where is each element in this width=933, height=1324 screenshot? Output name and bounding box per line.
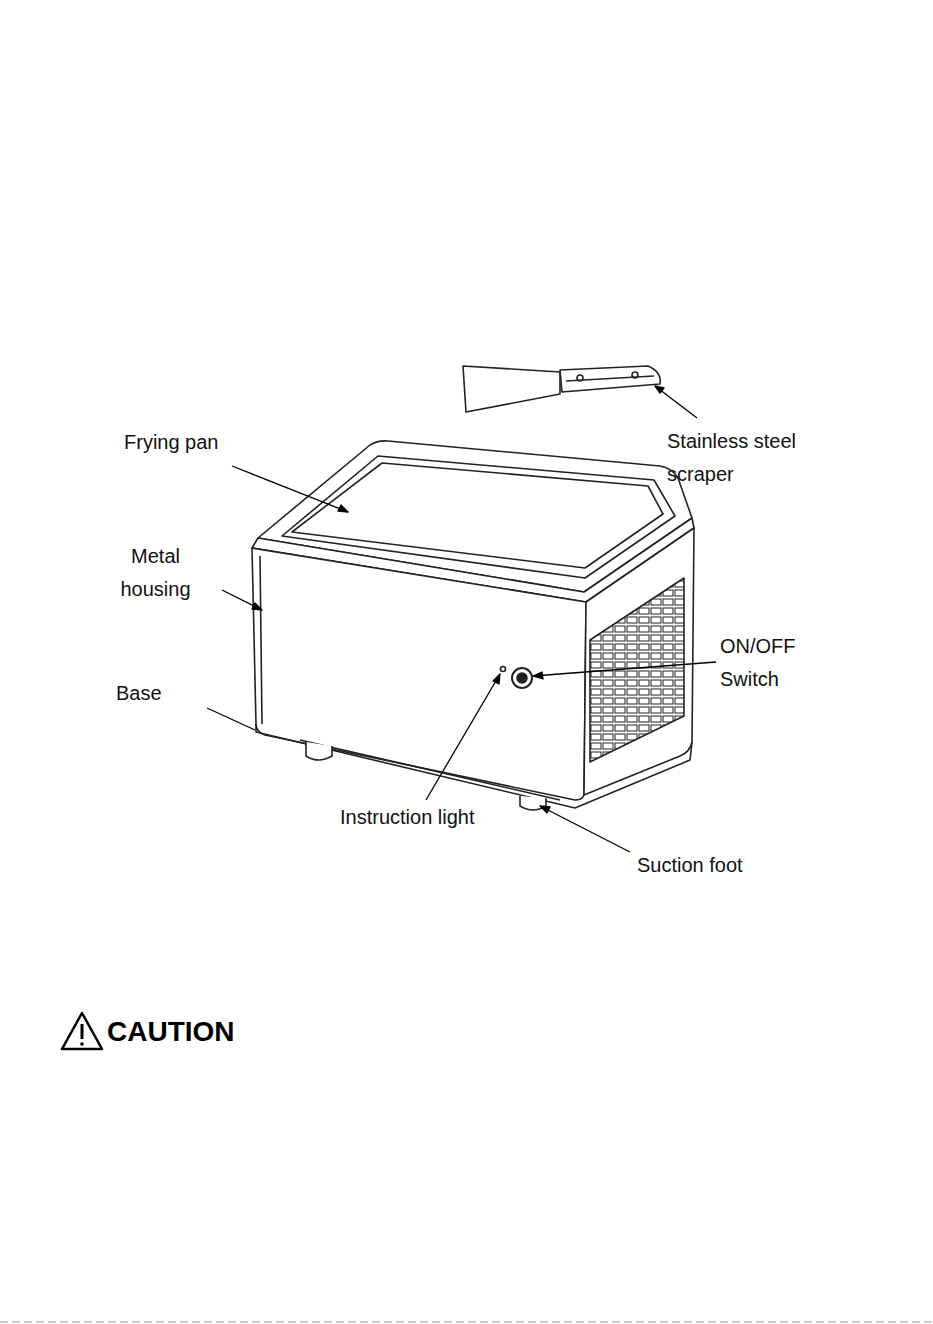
part-label: Metal housing (108, 540, 203, 606)
part-label: Stainless steel scraper (667, 425, 842, 491)
warning-icon (62, 1013, 102, 1049)
scraper-handle (560, 366, 660, 392)
metal-housing (252, 548, 586, 800)
leader-lines (207, 386, 716, 852)
page-edge (0, 1322, 933, 1323)
instruction-light (501, 667, 506, 672)
part-label: ON/OFF Switch (720, 630, 820, 696)
frying-pan (282, 456, 675, 578)
scraper-blade (463, 366, 560, 412)
part-label: Instruction light (340, 801, 540, 834)
side-panel (584, 528, 694, 795)
part-label: Suction foot (637, 849, 837, 882)
caution-heading: CAUTION (107, 1015, 327, 1049)
base (256, 724, 692, 808)
on-off-switch (512, 668, 532, 688)
part-label: Base (116, 677, 236, 710)
suction-foot (306, 742, 332, 760)
part-label: Frying pan (124, 426, 324, 459)
